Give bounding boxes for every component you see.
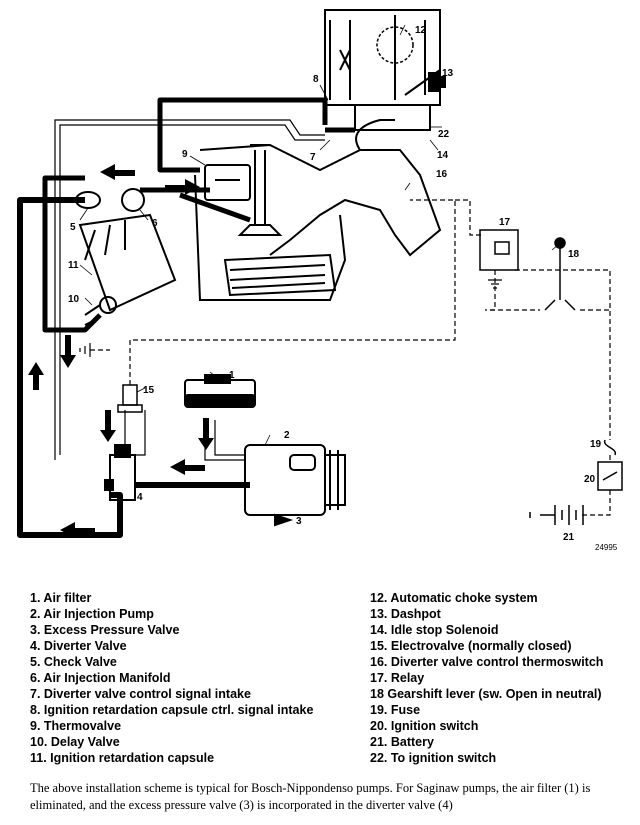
check-valve — [75, 188, 145, 212]
callout-labels: 1 2 3 4 5 6 7 8 9 10 11 12 13 14 15 16 1… — [68, 25, 618, 552]
callout-3: 3 — [296, 516, 302, 527]
legend-item: 16. Diverter valve control thermoswitch — [370, 655, 604, 669]
callout-8: 8 — [313, 74, 319, 85]
callout-12: 12 — [415, 25, 427, 36]
callout-18: 18 — [568, 249, 580, 260]
callout-20: 20 — [584, 474, 596, 485]
callout-17: 17 — [499, 217, 511, 228]
legend-item: 6. Air Injection Manifold — [30, 671, 171, 685]
diverter-valve — [104, 444, 136, 501]
gearshift-lever — [544, 237, 576, 311]
battery — [529, 505, 584, 525]
legend-item: 19. Fuse — [370, 703, 421, 717]
callout-9: 9 — [182, 149, 188, 160]
emission-system-diagram: 1 2 3 4 5 6 7 8 9 10 11 12 13 14 15 16 1… — [17, 9, 623, 552]
legend-item: 12. Automatic choke system — [370, 591, 538, 605]
callout-2: 2 — [284, 430, 290, 441]
legend-item: 3. Excess Pressure Valve — [30, 623, 180, 637]
leader-lines — [79, 24, 559, 521]
callout-22: 22 — [438, 129, 450, 140]
electrovalve — [117, 384, 143, 413]
legend-left: 1. Air filter 2. Air Injection Pump 3. E… — [30, 590, 360, 766]
callout-4: 4 — [137, 492, 143, 503]
callout-13: 13 — [442, 68, 454, 79]
callout-21: 21 — [563, 532, 575, 543]
legend-item: 4. Diverter Valve — [30, 639, 127, 653]
engine-valve — [237, 144, 283, 236]
legend-item: 17. Relay — [370, 671, 425, 685]
legend-item: 18 Gearshift lever (sw. Open in neutral) — [370, 687, 602, 701]
callout-5: 5 — [70, 222, 76, 233]
legend-item: 2. Air Injection Pump — [30, 607, 154, 621]
legend-item: 7. Diverter valve control signal intake — [30, 687, 251, 701]
legend-item: 22. To ignition switch — [370, 751, 497, 765]
callout-7: 7 — [310, 152, 316, 163]
callout-6: 6 — [152, 218, 158, 229]
callout-19: 19 — [590, 439, 602, 450]
callout-15: 15 — [143, 385, 155, 396]
air-filter — [184, 374, 256, 408]
legend-item: 8. Ignition retardation capsule ctrl. si… — [30, 703, 314, 717]
legend-item: 10. Delay Valve — [30, 735, 120, 749]
legend-item: 13. Dashpot — [370, 607, 441, 621]
caption: The above installation scheme is typical… — [30, 781, 591, 812]
fuse — [603, 439, 617, 456]
callout-16: 16 — [436, 169, 448, 180]
legend-item: 20. Ignition switch — [370, 719, 479, 733]
dashpot-shape — [428, 72, 446, 92]
legend-item: 9. Thermovalve — [30, 719, 122, 733]
electrical-wiring — [90, 199, 611, 516]
air-injection-pump — [244, 444, 346, 527]
callout-14: 14 — [437, 150, 449, 161]
ground-symbols — [79, 279, 502, 357]
relay — [479, 229, 519, 271]
distributor — [78, 213, 177, 326]
legend-item: 14. Idle stop Solenoid — [370, 623, 499, 637]
thermovalve — [204, 164, 251, 201]
carburetor — [324, 9, 441, 131]
legend-item: 5. Check Valve — [30, 655, 117, 669]
legend-item: 11. Ignition retardation capsule — [30, 751, 215, 765]
callout-1: 1 — [229, 370, 235, 381]
callout-11: 11 — [68, 260, 79, 271]
legend-item: 1. Air filter — [30, 591, 92, 605]
legend-right: 12. Automatic choke system 13. Dashpot 1… — [370, 590, 635, 766]
legend-item: 15. Electrovalve (normally closed) — [370, 639, 572, 653]
ignition-switch — [597, 461, 623, 491]
legend-item: 21. Battery — [370, 735, 434, 749]
flow-arrows — [28, 164, 214, 538]
intake-manifold — [194, 119, 442, 301]
figure-number: 24995 — [595, 543, 618, 552]
callout-10: 10 — [68, 294, 80, 305]
